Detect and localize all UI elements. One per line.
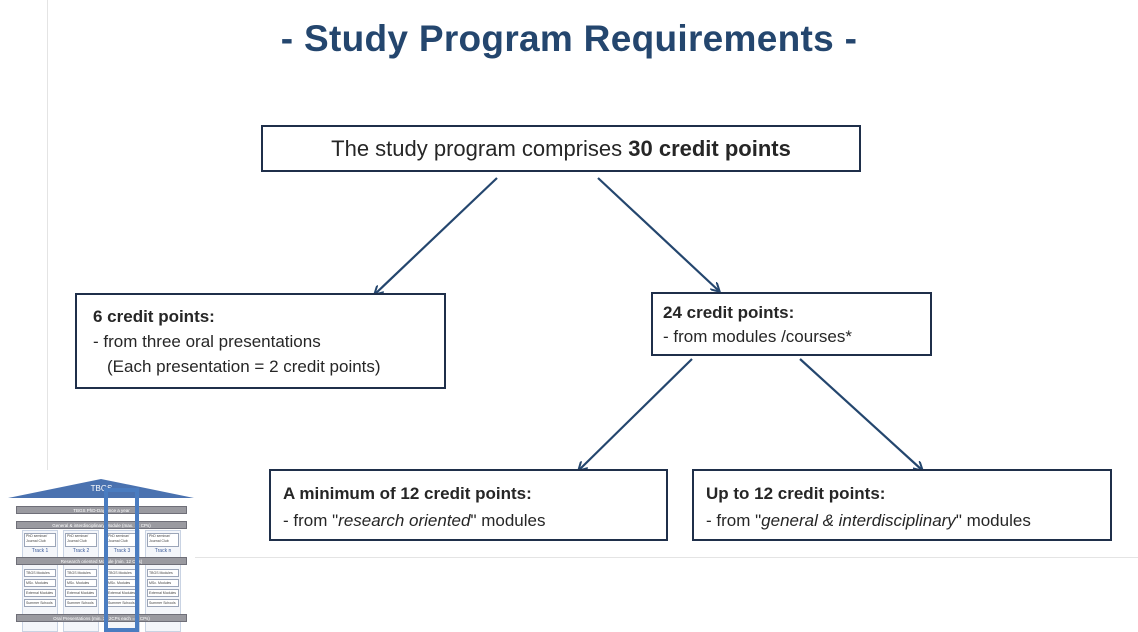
slide-title: - Study Program Requirements - xyxy=(280,18,858,59)
thumbnail-track-label: Track 3 xyxy=(113,548,131,554)
modules-heading: 24 credit points: xyxy=(663,303,795,322)
research-suffix: " modules xyxy=(470,511,546,530)
thumbnail-module: External Modules xyxy=(65,589,97,597)
total-credits-value: 30 credit points xyxy=(628,136,791,161)
research-modules-heading: A minimum of 12 credit points: xyxy=(283,484,532,503)
presentations-line-2: (Each presentation = 2 credit points) xyxy=(107,357,381,376)
thumbnail-module: Summer Schools xyxy=(147,599,179,607)
thumbnail-module: External Modules xyxy=(24,589,56,597)
thumbnail-module: Summer Schools xyxy=(65,599,97,607)
arrow-top-to-right xyxy=(597,177,719,291)
general-modules-heading: Up to 12 credit points: xyxy=(706,484,886,503)
research-modules-line: - from "research oriented" modules xyxy=(283,507,666,534)
research-prefix: - from " xyxy=(283,511,339,530)
general-modules-line: - from "general & interdisciplinary" mod… xyxy=(706,507,1110,534)
general-modules-box: Up to 12 credit points: - from "general … xyxy=(692,469,1112,541)
general-italic: general & interdisciplinary xyxy=(761,511,956,530)
thumbnail-band-presentations: Oral Presentations (min. 3x 2CPs each = … xyxy=(16,614,187,622)
thumbnail-track-highlight xyxy=(104,488,139,632)
thumbnail-band-research: Research oriented Module (min. 12 CPs) xyxy=(16,557,187,565)
arrow-top-to-left xyxy=(375,177,498,294)
thumbnail-track-label: Track 2 xyxy=(72,548,90,554)
research-italic: research oriented xyxy=(338,511,471,530)
bottom-rule xyxy=(195,557,1138,558)
modules-line-1: - from modules /courses* xyxy=(663,327,852,346)
modules-box: 24 credit points: - from modules /course… xyxy=(651,292,932,356)
research-modules-box: A minimum of 12 credit points: - from "r… xyxy=(269,469,668,541)
thumbnail-track-label: Track 1 xyxy=(31,548,49,554)
thumbnail-seminar: PhD seminar/ Journal Club xyxy=(24,533,56,547)
thumbnail-band-phd-day: TBGS PhD-Day once a year xyxy=(16,506,187,514)
thumbnail-band-general: General & interdisciplinary Module (max.… xyxy=(16,521,187,529)
thumbnail-module: TBGS Modules xyxy=(24,569,56,577)
arrow-right-to-bottom-left xyxy=(579,358,693,470)
thumbnail-seminar: PhD seminar/ Journal Club xyxy=(147,533,179,547)
presentations-line-1: - from three oral presentations xyxy=(93,332,321,351)
thumbnail-module: External Modules xyxy=(147,589,179,597)
total-credits-text: The study program comprises xyxy=(331,136,629,161)
thumbnail-module: MSc. Modules xyxy=(147,579,179,587)
general-suffix: " modules xyxy=(955,511,1031,530)
total-credits-box: The study program comprises 30 credit po… xyxy=(261,125,861,172)
thumbnail-module: MSc. Modules xyxy=(65,579,97,587)
thumbnail-roof-label: TBGS xyxy=(90,484,113,493)
thumbnail-module: MSc. Modules xyxy=(24,579,56,587)
arrow-right-to-bottom-right xyxy=(799,358,922,470)
presentations-heading: 6 credit points: xyxy=(93,307,215,326)
presentations-box: 6 credit points: - from three oral prese… xyxy=(75,293,446,389)
thumbnail-module: Summer Schools xyxy=(24,599,56,607)
general-prefix: - from " xyxy=(706,511,762,530)
thumbnail-seminar: PhD seminar/ Journal Club xyxy=(65,533,97,547)
thumbnail-track-label: Track n xyxy=(154,548,172,554)
program-structure-thumbnail: TBGS TBGS PhD-Day once a year General & … xyxy=(8,478,195,632)
thumbnail-module: TBGS Modules xyxy=(65,569,97,577)
thumbnail-module: TBGS Modules xyxy=(147,569,179,577)
thumbnail-roof xyxy=(8,479,194,498)
left-rule xyxy=(47,0,48,470)
